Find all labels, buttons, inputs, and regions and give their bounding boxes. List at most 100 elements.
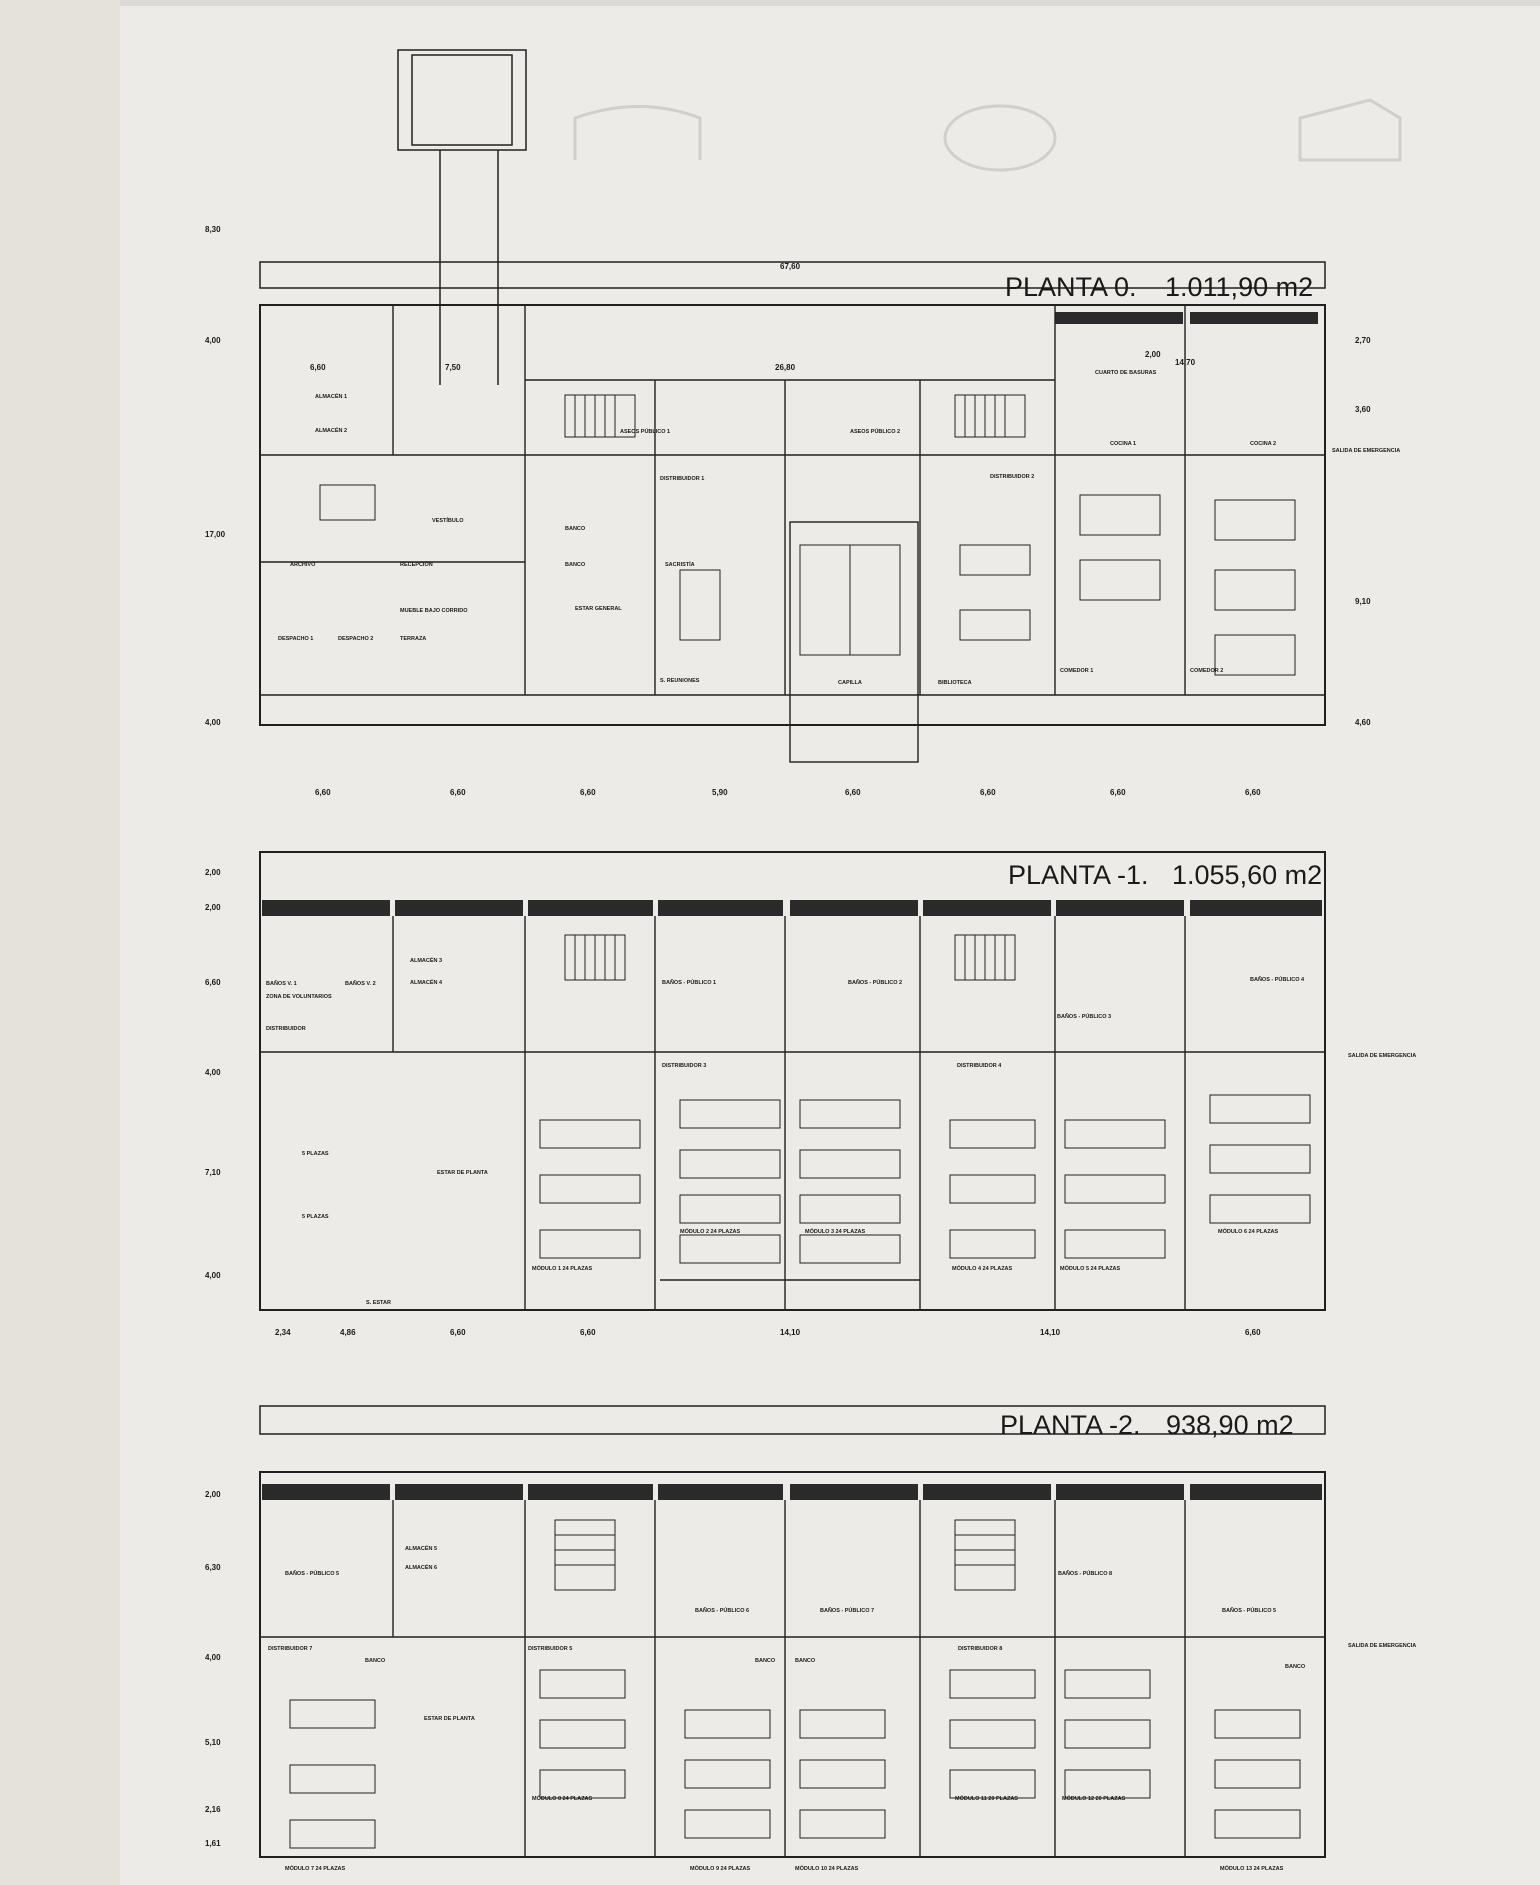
dimension-label: 4,86 <box>340 1328 356 1337</box>
room-label: SALIDA DE EMERGENCIA <box>1348 1053 1416 1059</box>
dimension-label: 6,60 <box>450 1328 466 1337</box>
room-label: SALIDA DE EMERGENCIA <box>1348 1643 1416 1649</box>
room-label: ESTAR DE PLANTA <box>437 1170 488 1176</box>
room-label: BAÑOS - PÚBLICO 2 <box>848 979 902 986</box>
dimension-label: 6,60 <box>1110 788 1126 797</box>
dark-strip <box>1055 312 1183 324</box>
room-label: ALMACÉN 5 <box>405 1544 437 1552</box>
dimension-label: 4,00 <box>205 1653 221 1662</box>
plan-1-title: PLANTA -1. <box>1008 860 1149 890</box>
room-label: SALIDA DE EMERGENCIA <box>1332 448 1400 454</box>
room-label: ALMACÉN 4 <box>410 978 443 986</box>
room-label: DISTRIBUIDOR 4 <box>957 1063 1002 1069</box>
room-label: 5 PLAZAS <box>302 1151 329 1157</box>
room-walls <box>260 916 1325 1310</box>
dimension-label: 26,80 <box>775 363 796 372</box>
plan-1-area: 1.055,60 m2 <box>1172 860 1322 890</box>
room-label: COCINA 1 <box>1110 441 1136 447</box>
room-label: MÓDULO 4 24 PLAZAS <box>952 1264 1013 1272</box>
dimension-label: 6,60 <box>1245 788 1261 797</box>
dimension-label: 1,61 <box>205 1839 221 1848</box>
room-label: BAÑOS - PÚBLICO 8 <box>1058 1570 1112 1577</box>
room-label: ESTAR DE PLANTA <box>424 1716 475 1722</box>
room-label: DISTRIBUIDOR 5 <box>528 1646 572 1652</box>
room-label: BANCO <box>565 562 586 568</box>
room-label: TERRAZA <box>400 636 426 642</box>
room-label: DESPACHO 2 <box>338 636 373 642</box>
room-label: ARCHIVO <box>290 562 316 568</box>
room-label: BANCO <box>795 1658 816 1664</box>
room-label: ALMACÉN 6 <box>405 1563 437 1571</box>
dimension-label: 14,70 <box>1175 358 1196 367</box>
room-label: S. REUNIONES <box>660 678 700 684</box>
room-label: MÓDULO 2 24 PLAZAS <box>680 1227 741 1235</box>
room-label: DISTRIBUIDOR 3 <box>662 1063 706 1069</box>
dimension-label: 5,10 <box>205 1738 221 1747</box>
module-beds-2 <box>289 1669 1301 1849</box>
dark-strip <box>1190 312 1318 324</box>
dimension-label: 4,00 <box>205 718 221 727</box>
dimension-label: 14,10 <box>1040 1328 1061 1337</box>
dimension-label: 6,60 <box>310 363 326 372</box>
room-label: BAÑOS - PÚBLICO 4 <box>1250 976 1305 983</box>
room-label: MUEBLE BAJO CORRIDO <box>400 608 468 614</box>
dimension-label: 8,30 <box>205 225 221 234</box>
dimension-label: 4,00 <box>205 1068 221 1077</box>
dimension-label: 14,10 <box>780 1328 801 1337</box>
plan-planta-0 <box>259 261 1326 763</box>
room-label: DISTRIBUIDOR 1 <box>660 476 704 482</box>
room-label: ALMACÉN 1 <box>315 392 347 400</box>
dimension-label: 3,60 <box>1355 405 1371 414</box>
room-label: BANCO <box>1285 1664 1306 1670</box>
room-label: MÓDULO 1 24 PLAZAS <box>532 1264 593 1272</box>
room-label: MÓDULO 10 24 PLAZAS <box>795 1864 859 1872</box>
dimension-label: 4,60 <box>1355 718 1371 727</box>
room-label: DISTRIBUIDOR 8 <box>958 1646 1002 1652</box>
dimension-label: 2,00 <box>205 903 221 912</box>
room-label: MÓDULO 5 24 PLAZAS <box>1060 1264 1121 1272</box>
plan-2-area: 938,90 m2 <box>1166 1410 1294 1440</box>
room-label: VESTÍBULO <box>432 516 464 524</box>
dimension-label: 6,60 <box>580 788 596 797</box>
dimension-label: 2,00 <box>205 868 221 877</box>
dimension-label: 6,60 <box>450 788 466 797</box>
plan-planta-menos-2 <box>259 1405 1326 1858</box>
room-walls <box>260 1500 1325 1857</box>
furniture-0 <box>319 484 1296 676</box>
room-label: BAÑOS - PÚBLICO 6 <box>695 1607 749 1614</box>
outer-wall <box>259 1471 1326 1858</box>
dimension-label: 7,10 <box>205 1168 221 1177</box>
room-label: MÓDULO 11 20 PLAZAS <box>955 1794 1018 1802</box>
room-label: RECEPCIÓN <box>400 560 433 568</box>
room-walls <box>260 305 1325 763</box>
room-label: BANCO <box>565 526 586 532</box>
room-label: BAÑOS - PÚBLICO 1 <box>662 979 716 986</box>
room-label: MÓDULO 12 20 PLAZAS <box>1062 1794 1126 1802</box>
room-label: SACRISTÍA <box>665 560 695 568</box>
plan-0-area: 1.011,90 m2 <box>1165 272 1313 302</box>
room-label: DISTRIBUIDOR 7 <box>268 1646 312 1652</box>
room-label: S. ESTAR <box>366 1300 391 1306</box>
dimension-label: 5,90 <box>712 788 728 797</box>
page-margin <box>0 0 120 1885</box>
room-label: COMEDOR 2 <box>1190 668 1223 674</box>
module-beds-1 <box>539 1094 1311 1264</box>
room-label: DESPACHO 1 <box>278 636 313 642</box>
room-label: MÓDULO 8 24 PLAZAS <box>532 1794 593 1802</box>
dimension-label: 6,60 <box>315 788 331 797</box>
room-label: DISTRIBUIDOR 2 <box>990 474 1034 480</box>
dimension-label: 6,60 <box>205 978 221 987</box>
room-label: ASEOS PÚBLICO 1 <box>620 428 670 435</box>
room-label: ALMACÉN 3 <box>410 956 442 964</box>
room-label: MÓDULO 6 24 PLAZAS <box>1218 1227 1279 1235</box>
dimension-label: 17,00 <box>205 530 226 539</box>
dimension-label: 6,60 <box>980 788 996 797</box>
room-label: ZONA DE VOLUNTARIOS <box>266 994 332 1000</box>
roof-band <box>259 261 1326 289</box>
dimension-label: 4,00 <box>205 336 221 345</box>
room-label: BAÑOS - PÚBLICO 7 <box>820 1607 874 1614</box>
roof-band <box>259 1405 1326 1435</box>
dark-strips <box>262 1484 1322 1500</box>
room-label: ASEOS PÚBLICO 2 <box>850 428 900 435</box>
